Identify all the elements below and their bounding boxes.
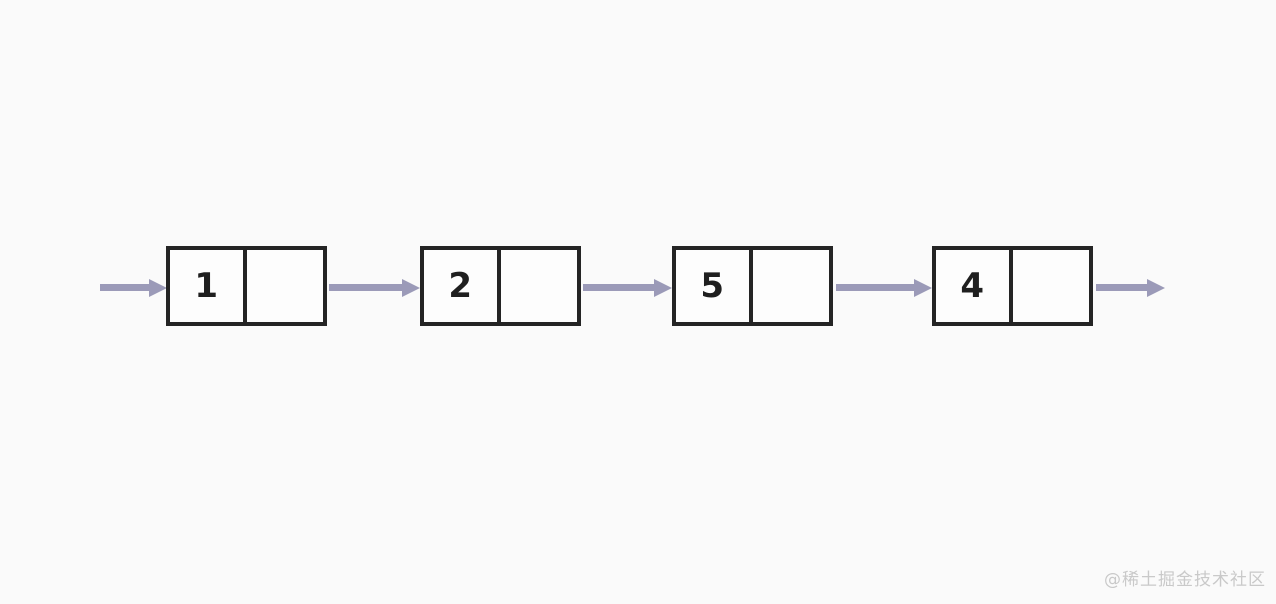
node-pointer-cell xyxy=(247,250,324,322)
node-value: 2 xyxy=(448,266,473,306)
exit-arrow-icon xyxy=(1096,284,1147,291)
link-arrow-icon xyxy=(329,284,402,291)
watermark: @稀土掘金技术社区 xyxy=(1104,570,1266,590)
link-arrow-icon xyxy=(836,284,914,291)
node-value: 5 xyxy=(700,266,725,306)
node-value-cell: 5 xyxy=(676,250,753,322)
linked-list-node-4: 4 xyxy=(932,246,1093,326)
linked-list-node-3: 5 xyxy=(672,246,833,326)
node-pointer-cell xyxy=(753,250,830,322)
node-value-cell: 4 xyxy=(936,250,1013,322)
node-pointer-cell xyxy=(1013,250,1090,322)
linked-list-node-2: 2 xyxy=(420,246,581,326)
node-value: 1 xyxy=(194,266,219,306)
node-pointer-cell xyxy=(501,250,578,322)
node-value-cell: 1 xyxy=(170,250,247,322)
node-value-cell: 2 xyxy=(424,250,501,322)
node-value: 4 xyxy=(960,266,985,306)
link-arrow-icon xyxy=(583,284,654,291)
entry-arrow-icon xyxy=(100,284,149,291)
linked-list-node-1: 1 xyxy=(166,246,327,326)
